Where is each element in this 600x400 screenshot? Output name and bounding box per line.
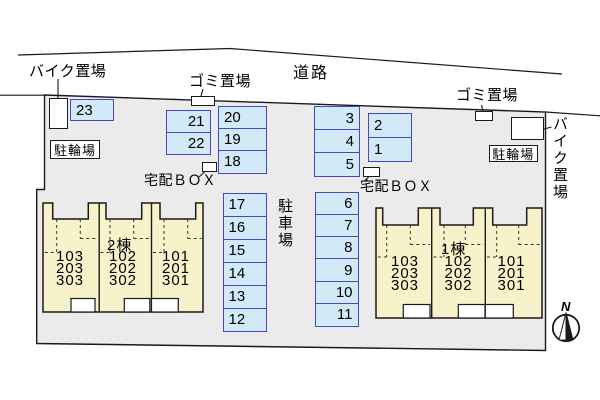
- parking-column-20-18: 20 19 18: [218, 105, 267, 174]
- building-2-outline: [42, 202, 204, 313]
- building-1-unit-rooms: 102 202 302: [436, 253, 482, 294]
- parking-space: 10: [316, 280, 358, 304]
- parking-space: 3: [315, 107, 359, 130]
- room-number: 102: [444, 253, 473, 270]
- parking-space: 6: [316, 192, 358, 214]
- room-number: 101: [497, 253, 526, 270]
- building-1-entrance: [402, 303, 431, 319]
- leader-deliverybox-left: [198, 171, 206, 178]
- parking-space: 11: [316, 303, 358, 326]
- parking-space: 14: [223, 261, 266, 285]
- room-number: 303: [55, 272, 85, 289]
- parking-space: 4: [315, 129, 359, 153]
- bicycle-parking-sign-left: 駐輪場: [50, 139, 100, 159]
- room-number: 301: [161, 272, 191, 289]
- parking-space: 12: [223, 307, 266, 331]
- parking-space: 18: [219, 150, 266, 173]
- room-number: 101: [161, 248, 191, 265]
- parking-space: 16: [223, 215, 266, 239]
- room-number: 203: [55, 260, 85, 277]
- room-number: 102: [108, 248, 138, 265]
- building-1-entrance: [457, 303, 486, 319]
- room-number: 302: [444, 277, 473, 294]
- room-number: 301: [497, 277, 526, 294]
- room-number: 201: [497, 265, 526, 282]
- car-parking-label: 駐車場: [276, 198, 293, 249]
- bike-storage-box-right: [510, 117, 544, 140]
- room-number: 202: [108, 260, 138, 277]
- parking-space: 8: [316, 236, 358, 259]
- parking-column-2-1: 2 1: [368, 112, 412, 162]
- garbage-box-left: [191, 95, 215, 106]
- north-label: N: [561, 299, 571, 314]
- garbage-label-left: ゴミ置場: [189, 73, 252, 90]
- parking-space: 20: [219, 106, 266, 128]
- building-2-entrance: [123, 297, 151, 313]
- parking-space: 23: [71, 100, 113, 120]
- building-2-unit-rooms: 103 203 303: [47, 248, 93, 289]
- parking-space: 13: [223, 284, 266, 308]
- room-number: 302: [108, 272, 138, 289]
- garbage-box-right: [475, 110, 493, 121]
- room-number: 201: [161, 260, 191, 277]
- road-top-edge: [17, 47, 563, 75]
- room-number: 202: [444, 265, 473, 282]
- bike-storage-label-right: バイク置場: [551, 116, 568, 201]
- parking-space: 15: [223, 238, 266, 262]
- building-1-unit-rooms: 101 201 301: [489, 253, 535, 294]
- road-label: 道路: [293, 65, 330, 82]
- building-2-entrance: [150, 297, 179, 313]
- delivery-box-label-right: 宅配ＢＯＸ: [360, 178, 433, 194]
- building-2-unit-rooms: 102 202 302: [100, 248, 146, 289]
- building-1-entrance: [484, 303, 514, 319]
- parking-space: 21: [166, 111, 210, 132]
- building-1-outline: [375, 207, 543, 319]
- parking-space: 19: [219, 127, 266, 151]
- building-1-name: 1棟: [441, 241, 467, 258]
- building-1-unit-rooms: 103 203 303: [382, 253, 428, 294]
- delivery-box-icon-left: [202, 162, 217, 172]
- compass-icon: [551, 312, 581, 343]
- parking-space: 17: [223, 193, 266, 216]
- parking-column-6-11: 6 7 8 9 10 11: [315, 191, 359, 327]
- room-number: 303: [390, 277, 420, 294]
- building-2-name: 2棟: [107, 237, 133, 254]
- delivery-box-label-left: 宅配ＢＯＸ: [144, 172, 217, 188]
- parking-space: 9: [316, 258, 358, 281]
- parking-space: 7: [316, 213, 358, 237]
- parking-column-3-5: 3 4 5: [314, 106, 360, 177]
- building-2-unit-rooms: 101 201 301: [153, 248, 199, 289]
- room-number: 103: [390, 253, 420, 270]
- room-number: 203: [390, 265, 420, 282]
- parking-column-23: 23: [70, 99, 114, 121]
- parking-space: 1: [369, 136, 411, 161]
- bike-storage-box-left: [49, 98, 68, 129]
- parking-column-21-22: 21 22: [165, 110, 211, 155]
- garbage-label-right: ゴミ置場: [456, 87, 519, 104]
- bike-storage-label-left: バイク置場: [29, 63, 107, 80]
- bicycle-parking-sign-right: 駐輪場: [489, 145, 538, 162]
- room-number: 103: [55, 248, 85, 265]
- parking-column-17-12: 17 16 15 14 13 12: [222, 192, 267, 332]
- parking-space: 22: [166, 132, 210, 154]
- parking-space: 2: [369, 113, 411, 137]
- building-2-entrance: [70, 297, 96, 313]
- parking-space: 5: [315, 152, 359, 176]
- leader-deliverybox-right: [363, 176, 370, 182]
- boundary-line-right: [545, 111, 600, 117]
- delivery-box-icon-right: [363, 167, 380, 177]
